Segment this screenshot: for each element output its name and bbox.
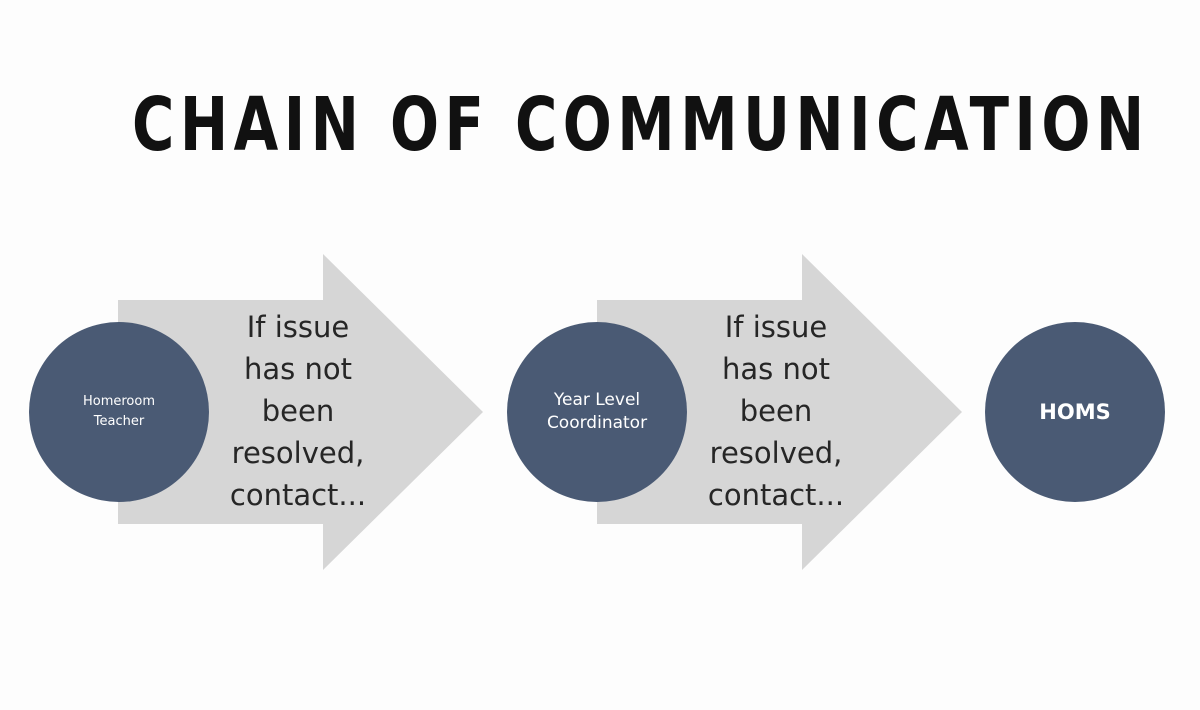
arrow-label-line: If issue — [246, 310, 350, 344]
arrow-label-line: been — [261, 394, 335, 428]
node-label-line: Homeroom — [82, 394, 156, 409]
arrow-label-line: been — [739, 394, 813, 428]
arrow-label-line: contact... — [707, 478, 845, 512]
arrow-label-line: has not — [244, 352, 352, 386]
arrow-label-2: If issue has not been resolved, contact.… — [676, 306, 876, 516]
node-label-line: Teacher — [93, 414, 145, 429]
node-year-level-coordinator: Year Level Coordinator — [507, 322, 687, 502]
arrow-label-line: has not — [722, 352, 830, 386]
node-homeroom-teacher: Homeroom Teacher — [29, 322, 209, 502]
arrow-label-line: resolved, — [709, 436, 843, 470]
arrow-label-line: resolved, — [231, 436, 365, 470]
arrow-connector-2 — [597, 254, 962, 570]
arrow-connector-1 — [118, 254, 483, 570]
diagram-title: CHAIN OF COMMUNICATION — [132, 82, 1150, 168]
node-homs: HOMS — [985, 322, 1165, 502]
node-label-line: Coordinator — [546, 413, 648, 433]
arrow-label-1: If issue has not been resolved, contact.… — [198, 306, 398, 516]
node-label: HOMS — [1039, 400, 1111, 424]
node-label-line: Year Level — [553, 390, 641, 410]
arrow-label-line: contact... — [229, 478, 367, 512]
arrow-label-line: If issue — [724, 310, 828, 344]
